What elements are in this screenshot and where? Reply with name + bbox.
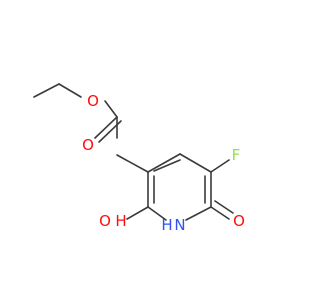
bond-ring-5	[147, 206, 167, 221]
bond-ring-2	[179, 153, 212, 173]
bond-ch2-oester	[58, 83, 82, 98]
bond-ch3-ch2	[33, 83, 60, 98]
bond-c-ring	[116, 154, 149, 173]
bond-ring-4	[185, 206, 212, 221]
bond-ring-oh	[126, 206, 149, 220]
bonds	[33, 83, 234, 221]
bond-oester-c	[104, 100, 118, 118]
hydroxyl-hydrogen-label: H	[115, 212, 126, 230]
hydroxyl-oxygen-label: O	[99, 212, 111, 230]
bond-ring-ketone-2	[214, 200, 234, 214]
ester-oxygen-label: O	[87, 92, 99, 110]
fluorine-label: F	[232, 146, 241, 164]
molecule-structure: O O F O H H N O	[33, 83, 245, 234]
ketone-oxygen-label: O	[233, 212, 245, 230]
atom-labels: O O F O H H N O	[82, 92, 245, 234]
molecule-canvas: O O F O H H N O	[33, 83, 245, 234]
bond-c-ocarbonyl-2	[94, 116, 118, 139]
bond-ring-1	[147, 153, 181, 173]
carbonyl-oxygen-label: O	[82, 136, 94, 154]
bond-ring-1-inner	[153, 159, 181, 172]
bond-ring-f	[210, 159, 230, 173]
bond-c-ocarbonyl-3	[98, 120, 122, 143]
ring-nitrogen-label: N	[174, 216, 185, 234]
bond-ring-ketone-1	[210, 206, 230, 220]
ring-hydrogen-label: H	[161, 216, 172, 234]
